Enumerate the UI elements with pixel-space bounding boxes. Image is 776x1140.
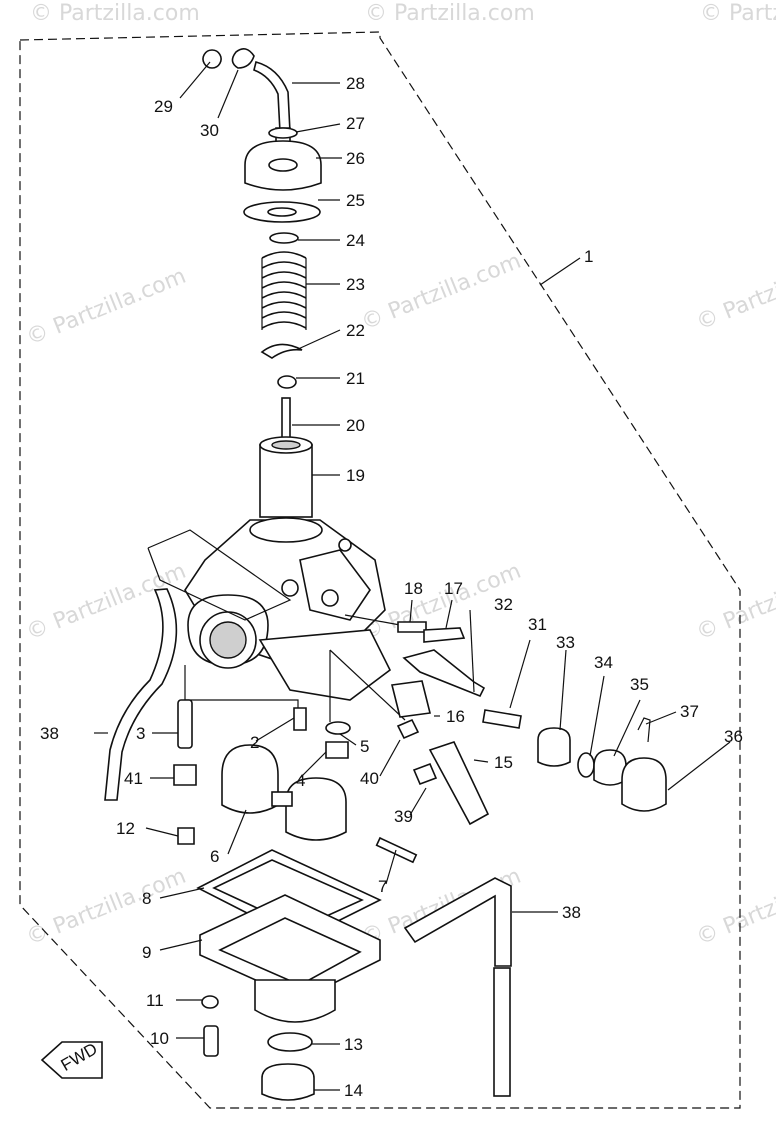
- callout-40: 40: [360, 769, 379, 788]
- callout-11: 11: [146, 991, 164, 1010]
- callout-16: 16: [446, 707, 465, 726]
- callout-25: 25: [346, 191, 365, 210]
- callout-18: 18: [404, 579, 423, 598]
- callout-26: 26: [346, 149, 365, 168]
- carburetor-body: [184, 517, 392, 701]
- callout-5: 5: [360, 737, 369, 756]
- callout-14: 14: [344, 1081, 363, 1100]
- callout-22: 22: [346, 321, 365, 340]
- float-pin: [375, 836, 418, 864]
- leader-lines: [94, 61, 731, 1091]
- callout-31: 31: [528, 615, 547, 634]
- callout-1: 1: [584, 247, 593, 266]
- callout-32: 32: [494, 595, 513, 614]
- float-chamber: [199, 894, 381, 1023]
- fwd-direction-badge: FWD: [40, 1039, 103, 1079]
- drain-screw: [203, 1025, 219, 1057]
- overflow-tube-right: [403, 877, 512, 1097]
- callout-34: 34: [594, 653, 613, 672]
- callout-38-left: 38: [40, 724, 59, 743]
- callout-28: 28: [346, 74, 365, 93]
- needle-seat: [277, 375, 297, 389]
- callout-35: 35: [630, 675, 649, 694]
- drain-plug: [261, 1063, 315, 1101]
- watermark: © Partzilla.com: [23, 864, 190, 951]
- callout-33: 33: [556, 633, 575, 652]
- guide-line: [329, 649, 406, 721]
- watermark: © Partzilla.com: [23, 264, 190, 351]
- watermark: © Partzilla.com: [30, 1, 200, 26]
- callout-27: 27: [346, 114, 365, 133]
- carb-top-cap: [243, 127, 322, 244]
- guide-line: [147, 529, 292, 621]
- callout-17: 17: [444, 579, 463, 598]
- watermark: © Partzilla.com: [693, 864, 776, 951]
- assembly-boundary: [19, 31, 741, 1109]
- watermark: © Partzilla.com: [693, 249, 776, 336]
- callout-23: 23: [346, 275, 365, 294]
- callout-10: 10: [150, 1029, 169, 1048]
- callout-37: 37: [680, 702, 699, 721]
- callout-9: 9: [142, 943, 151, 962]
- watermark: © Partzilla.com: [358, 249, 525, 336]
- washer: [325, 721, 351, 735]
- callout-36: 36: [724, 727, 743, 746]
- watermark: © Partzilla.com: [700, 1, 776, 26]
- callout-12: 12: [116, 819, 135, 838]
- overflow-tube-left: [104, 588, 178, 801]
- callout-41: 41: [124, 769, 143, 788]
- guide-line: [344, 614, 401, 626]
- callout-20: 20: [346, 416, 365, 435]
- callout-8: 8: [142, 889, 151, 908]
- callout-30: 30: [200, 121, 219, 140]
- drain-washer: [201, 995, 219, 1009]
- callout-13: 13: [344, 1035, 363, 1054]
- callout-4: 4: [296, 771, 305, 790]
- callout-15: 15: [494, 753, 513, 772]
- callout-3: 3: [136, 724, 145, 743]
- callout-39: 39: [394, 807, 413, 826]
- pilot-jet-group: [173, 699, 307, 845]
- watermark: © Partzilla.com: [365, 1, 535, 26]
- right-side-parts: [391, 621, 667, 826]
- float: [221, 744, 347, 841]
- callout-21: 21: [346, 369, 365, 388]
- callout-38-right: 38: [562, 903, 581, 922]
- callout-2: 2: [250, 733, 259, 752]
- callout-6: 6: [210, 847, 219, 866]
- callout-19: 19: [346, 466, 365, 485]
- needle-clip: [260, 343, 303, 359]
- main-jet: [325, 741, 349, 759]
- callout-labels: 1 2 3 4 5 6 7 8 9 10 11 12 13 14 15 16 1…: [40, 74, 743, 1100]
- callout-24: 24: [346, 231, 365, 250]
- callout-7: 7: [378, 877, 387, 896]
- throttle-spring: [261, 251, 307, 330]
- watermark: © Partzilla.com: [693, 559, 776, 646]
- throttle-valve: [259, 436, 313, 518]
- o-ring: [267, 1032, 313, 1052]
- callout-29: 29: [154, 97, 173, 116]
